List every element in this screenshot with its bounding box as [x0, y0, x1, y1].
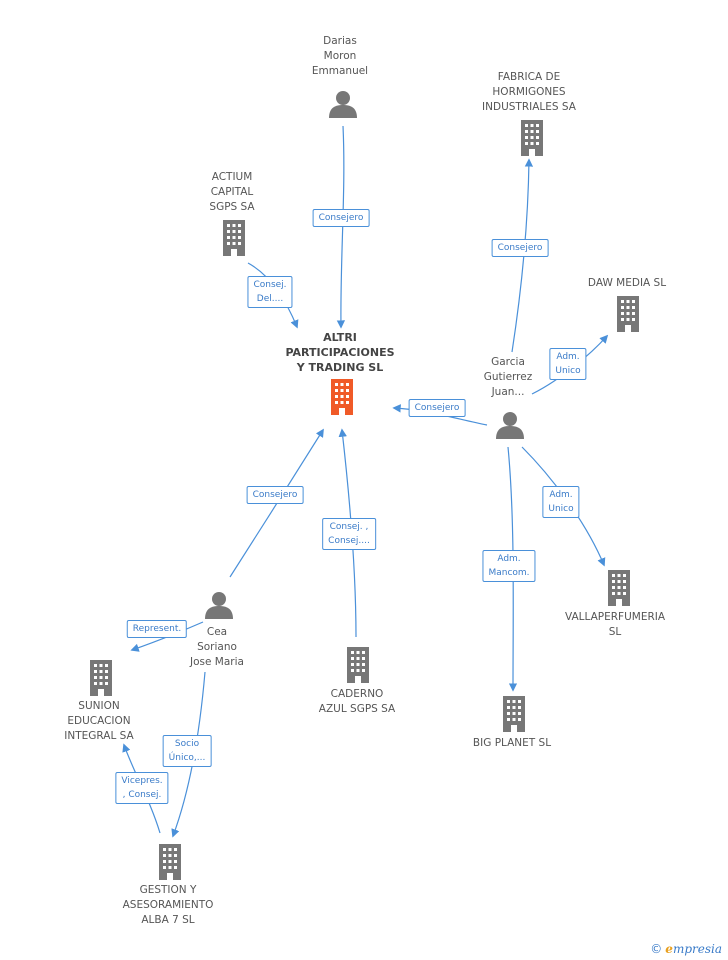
node-label-fabrica[interactable]: FABRICA DE HORMIGONES INDUSTRIALES SA [482, 71, 576, 113]
node-label-altri[interactable]: ALTRI PARTICIPACIONES Y TRADING SL [285, 331, 395, 374]
main-company-building-icon[interactable] [331, 379, 353, 415]
node-label-garcia[interactable]: Garcia Gutierrez Juan... [483, 356, 533, 398]
building-icon-vallaper[interactable] [608, 570, 630, 606]
node-label-darias[interactable]: Darias Moron Emmanuel [311, 35, 369, 77]
building-icon-sunion[interactable] [90, 660, 112, 696]
person-icon-cea[interactable] [205, 592, 233, 619]
building-icon-gestion[interactable] [159, 844, 181, 880]
node-label-gestion[interactable]: GESTION Y ASESORAMIENTO ALBA 7 SL [122, 884, 214, 926]
node-label-cea[interactable]: Cea Soriano Jose Maria [190, 626, 244, 668]
person-icon-garcia[interactable] [496, 412, 524, 439]
brand-logo: ©empresia [650, 942, 722, 956]
edge-label-garcia-vallaper[interactable]: Adm. Unico [542, 486, 580, 518]
node-label-bigplanet[interactable]: BIG PLANET SL [472, 737, 552, 749]
node-label-sunion[interactable]: SUNION EDUCACION INTEGRAL SA [64, 700, 134, 742]
person-icon-darias[interactable] [329, 91, 357, 118]
edge-label-garcia-fabrica[interactable]: Consejero [491, 239, 549, 257]
edge-label-garcia-bigplanet[interactable]: Adm. Mancom. [482, 550, 536, 582]
brand-logo-text: mpresia [672, 942, 722, 956]
edge-label-garcia-altri[interactable]: Consejero [408, 399, 466, 417]
building-icon-actium[interactable] [223, 220, 245, 256]
brand-logo-e: e [665, 942, 673, 956]
edge-label-darias-altri[interactable]: Consejero [312, 209, 370, 227]
edge-label-caderno-altri[interactable]: Consej. , Consej.... [322, 518, 376, 550]
edge-label-cea-sunion[interactable]: Represent. [126, 620, 188, 638]
copyright-symbol: © [650, 942, 663, 956]
building-icon-caderno[interactable] [347, 647, 369, 683]
building-icon-daw[interactable] [617, 296, 639, 332]
edge-label-cea-altri[interactable]: Consejero [246, 486, 304, 504]
node-label-daw[interactable]: DAW MEDIA SL [587, 277, 667, 289]
edge-label-cea-gestion[interactable]: Socio Único,... [162, 735, 212, 767]
node-label-vallaper[interactable]: VALLAPERFUMERIA SL [564, 611, 666, 638]
building-icon-bigplanet[interactable] [503, 696, 525, 732]
edge-label-garcia-daw[interactable]: Adm. Unico [549, 348, 587, 380]
node-label-caderno[interactable]: CADERNO AZUL SGPS SA [318, 688, 396, 715]
edge-garcia-fabrica [511, 158, 534, 353]
building-icon-fabrica[interactable] [521, 120, 543, 156]
node-label-actium[interactable]: ACTIUM CAPITAL SGPS SA [209, 171, 255, 213]
edge-label-actium-altri[interactable]: Consej. Del.... [247, 276, 293, 308]
edge-label-gestion-sunion[interactable]: Vicepres. , Consej. [115, 772, 169, 804]
